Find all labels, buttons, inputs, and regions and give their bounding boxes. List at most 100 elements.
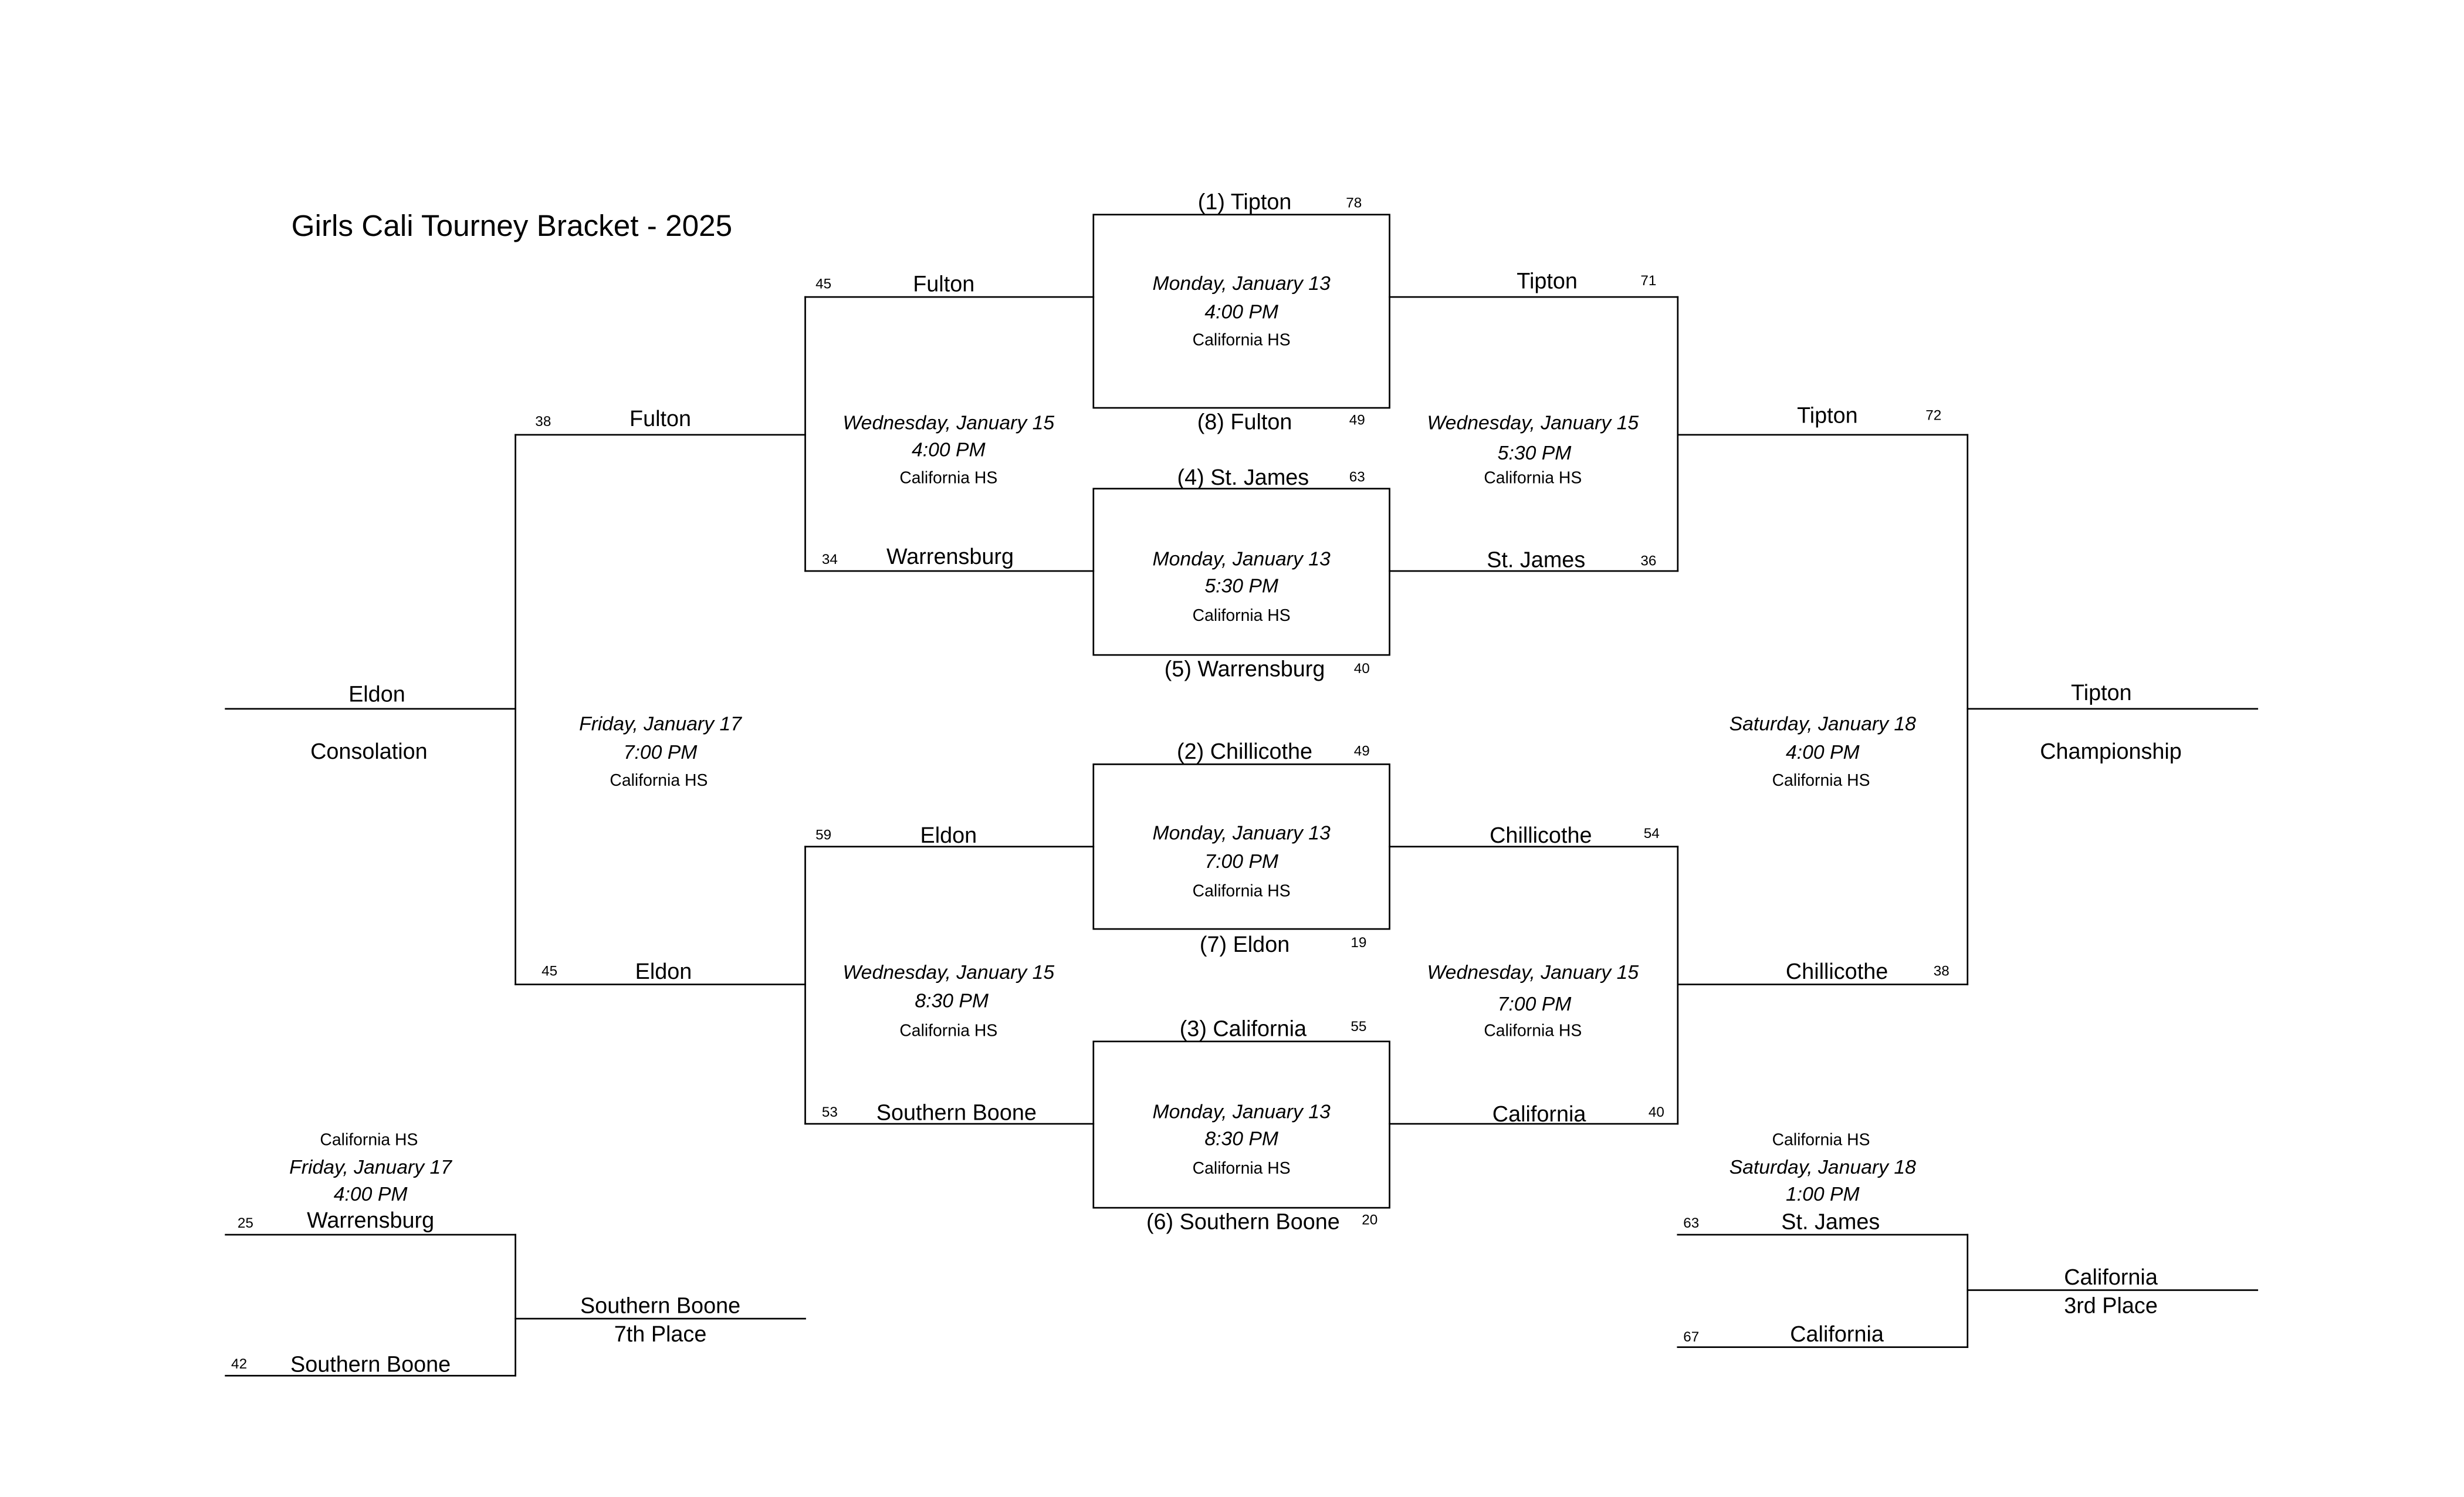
consolation-label: Consolation <box>310 738 428 764</box>
cr1a-day: Wednesday, January 15 <box>842 411 1055 434</box>
cr1b-top-line <box>804 846 1095 848</box>
cr1b-venue: California HS <box>899 1021 998 1041</box>
third-bottom-line <box>1677 1346 1969 1349</box>
qf4-bottom-score: 20 <box>1362 1211 1378 1228</box>
champ-venue: California HS <box>1772 771 1870 790</box>
championship-label: Championship <box>2040 738 2182 764</box>
third-time: 1:00 PM <box>1785 1183 1860 1206</box>
qf4-bottom-team: (6) Southern Boone <box>1146 1208 1340 1234</box>
cf-winner-line <box>225 708 516 711</box>
cr1a-bottom-line <box>804 570 1095 573</box>
qf1-box <box>1092 214 1390 409</box>
seventh-top-line <box>225 1234 516 1236</box>
cr1a-bottom-score: 34 <box>821 551 838 567</box>
third-day: Saturday, January 18 <box>1729 1156 1916 1179</box>
cr1a-time: 4:00 PM <box>911 438 986 461</box>
seventh-place-label: 7th Place <box>614 1321 707 1347</box>
third-venue: California HS <box>1772 1131 1870 1150</box>
qf2-venue: California HS <box>1192 606 1291 626</box>
sf1-top-score: 71 <box>1640 272 1657 289</box>
cr1b-day: Wednesday, January 15 <box>842 961 1055 984</box>
third-bottom-score: 67 <box>1683 1329 1700 1345</box>
cf-bottom-score: 45 <box>541 963 558 979</box>
third-winner: California <box>2064 1263 2158 1290</box>
sf2-top-line <box>1389 846 1679 848</box>
qf3-bottom-team: (7) Eldon <box>1199 931 1290 957</box>
champ-bottom-line <box>1677 984 1969 986</box>
sf1-top-team: Tipton <box>1517 268 1578 293</box>
qf2-bottom-score: 40 <box>1353 660 1370 677</box>
sf2-bottom-score: 40 <box>1648 1104 1664 1120</box>
seventh-top-team: Warrensburg <box>307 1207 435 1232</box>
qf2-top-team: (4) St. James <box>1177 464 1309 490</box>
seventh-bottom-line <box>225 1374 516 1377</box>
cr1b-top-team: Eldon <box>920 822 977 848</box>
seventh-winner: Southern Boone <box>580 1292 741 1318</box>
cf-time: 7:00 PM <box>623 741 698 764</box>
third-top-team: St. James <box>1781 1208 1880 1234</box>
qf3-top-score: 49 <box>1353 742 1370 759</box>
qf2-bottom-team: (5) Warrensburg <box>1164 655 1325 681</box>
cf-bottom-team: Eldon <box>635 958 692 984</box>
qf2-box <box>1092 488 1390 656</box>
seventh-venue: California HS <box>320 1131 418 1150</box>
third-top-score: 63 <box>1683 1215 1700 1231</box>
qf1-day: Monday, January 13 <box>1152 272 1331 295</box>
third-bottom-team: California <box>1790 1321 1884 1347</box>
sf1-top-line <box>1389 296 1679 299</box>
qf1-bottom-team: (8) Fulton <box>1197 408 1292 434</box>
sf1-bottom-score: 36 <box>1640 553 1657 569</box>
cr1b-time: 8:30 PM <box>915 990 989 1012</box>
cf-top-line <box>515 434 806 437</box>
qf3-box <box>1092 763 1390 930</box>
champ-time: 4:00 PM <box>1785 741 1860 764</box>
qf2-day: Monday, January 13 <box>1152 548 1331 570</box>
cr1a-top-score: 45 <box>815 275 832 292</box>
championship-winner: Tipton <box>2071 679 2132 705</box>
sf2-venue: California HS <box>1484 1021 1582 1041</box>
qf1-time: 4:00 PM <box>1204 300 1279 323</box>
champ-day: Saturday, January 18 <box>1729 712 1916 735</box>
qf4-time: 8:30 PM <box>1204 1127 1279 1150</box>
cr1a-top-line <box>804 296 1095 299</box>
cr1a-venue: California HS <box>899 468 998 488</box>
sf2-top-score: 54 <box>1643 825 1660 842</box>
consolation-winner: Eldon <box>348 681 405 707</box>
cr1b-bottom-line <box>804 1123 1095 1126</box>
qf1-top-team: (1) Tipton <box>1197 188 1292 214</box>
qf4-top-score: 55 <box>1351 1018 1367 1035</box>
cf-bottom-line <box>515 984 806 986</box>
third-winner-line <box>1967 1289 2259 1292</box>
qf1-bottom-score: 49 <box>1349 411 1365 428</box>
cr1a-bottom-team: Warrensburg <box>886 543 1014 569</box>
champ-bottom-score: 38 <box>1933 963 1949 979</box>
qf1-top-score: 78 <box>1346 195 1362 211</box>
cr1b-bottom-team: Southern Boone <box>876 1099 1037 1125</box>
qf4-day: Monday, January 13 <box>1152 1100 1331 1123</box>
cf-top-score: 38 <box>535 413 551 430</box>
seventh-bottom-score: 42 <box>231 1356 248 1372</box>
sf2-day: Wednesday, January 15 <box>1427 961 1639 984</box>
champ-bottom-team: Chillicothe <box>1785 958 1888 984</box>
sf1-bottom-team: St. James <box>1487 546 1586 572</box>
seventh-top-score: 25 <box>237 1215 253 1231</box>
qf4-venue: California HS <box>1192 1159 1291 1179</box>
champ-top-line <box>1677 434 1969 437</box>
qf3-time: 7:00 PM <box>1204 850 1279 873</box>
cr1b-bottom-score: 53 <box>821 1104 838 1120</box>
qf2-top-score: 63 <box>1349 468 1365 485</box>
sf2-time: 7:00 PM <box>1497 993 1572 1016</box>
third-place-label: 3rd Place <box>2064 1292 2158 1318</box>
champ-top-team: Tipton <box>1797 402 1858 428</box>
sf1-day: Wednesday, January 15 <box>1427 411 1639 434</box>
cf-venue: California HS <box>610 771 708 790</box>
qf1-venue: California HS <box>1192 331 1291 350</box>
sf1-venue: California HS <box>1484 468 1582 488</box>
cf-top-team: Fulton <box>629 405 692 431</box>
sf2-top-team: Chillicothe <box>1490 822 1592 848</box>
seventh-winner-line <box>515 1317 806 1320</box>
third-top-line <box>1677 1234 1969 1236</box>
qf3-top-team: (2) Chillicothe <box>1177 738 1313 764</box>
champ-top-score: 72 <box>1925 407 1942 423</box>
